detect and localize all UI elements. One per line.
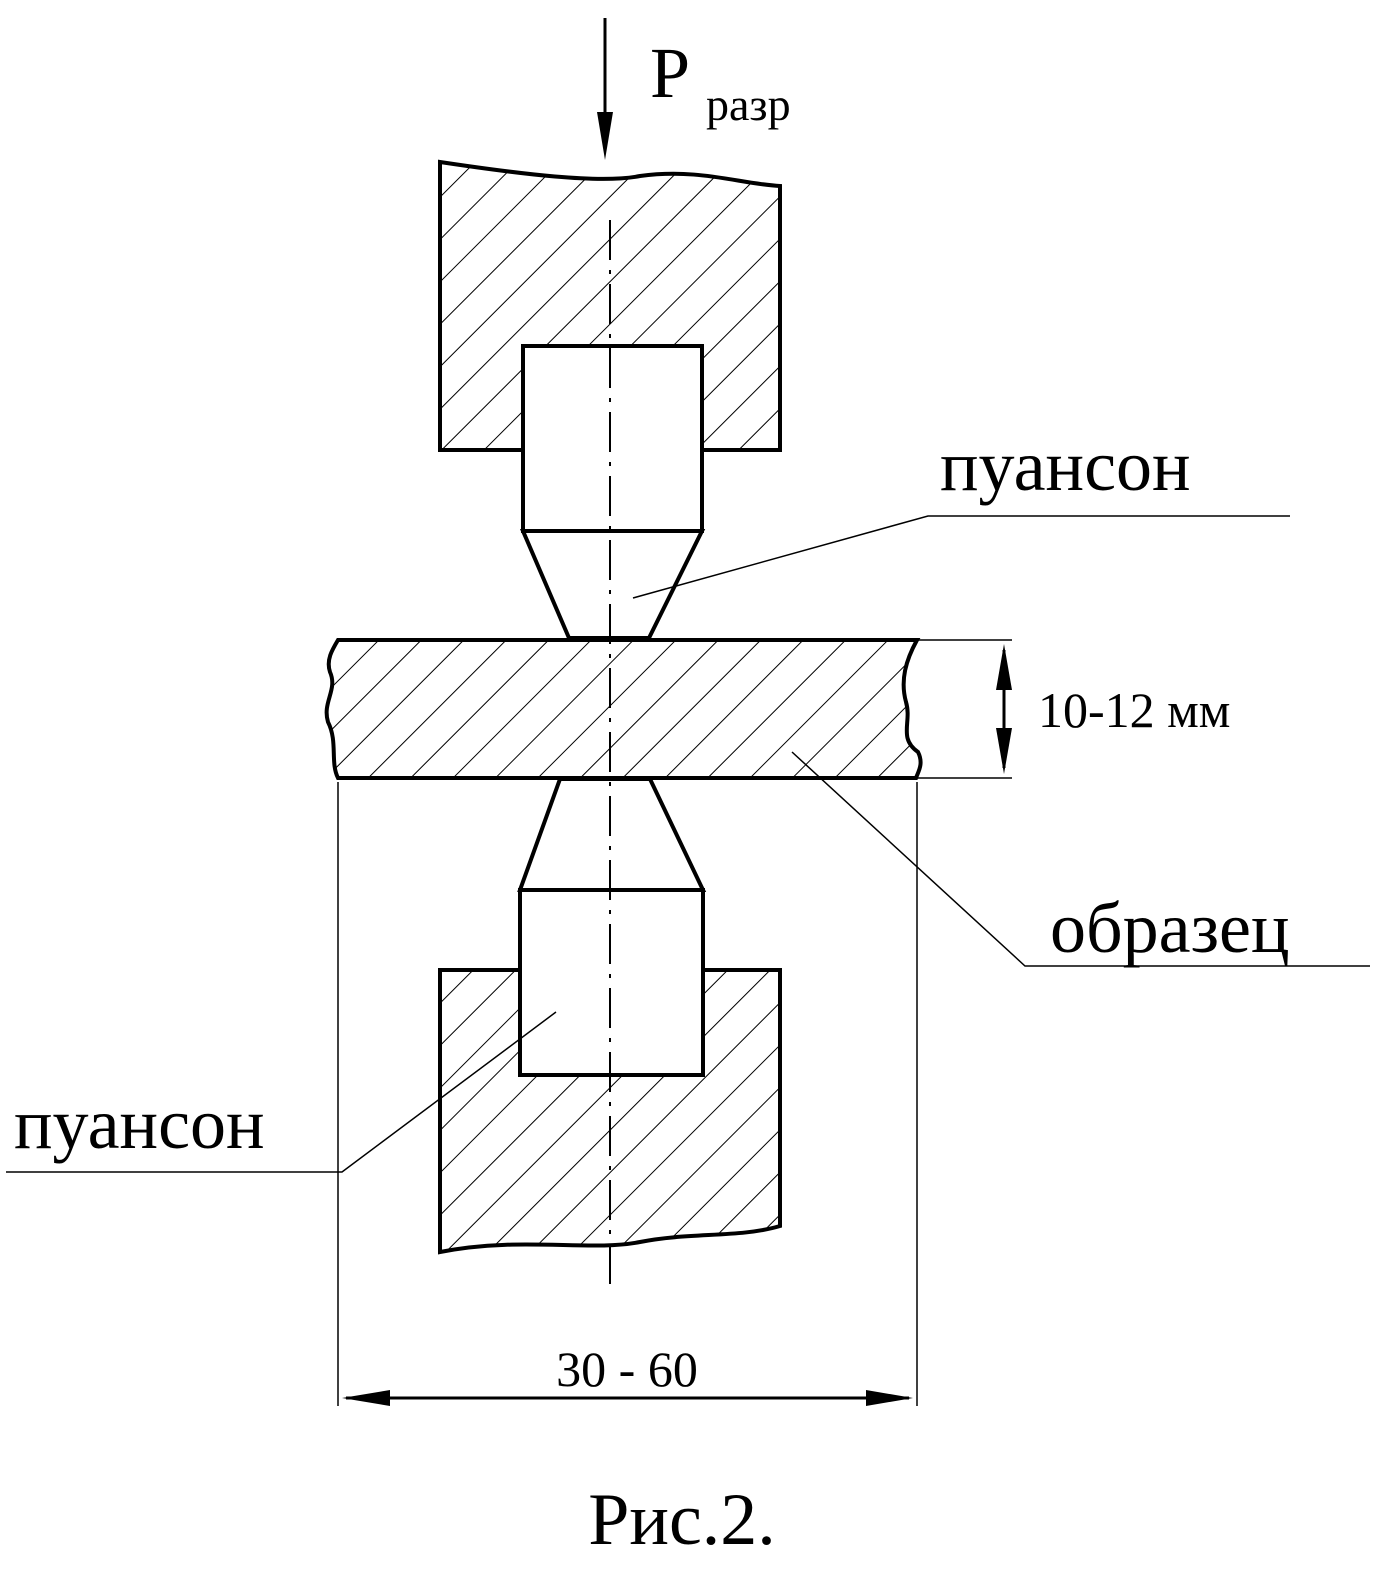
punch-top-label: пуансон [940,426,1191,506]
upper-punch [519,344,706,640]
punch-bottom-label: пуансон [14,1084,265,1164]
leader-specimen [791,751,1370,967]
force-label: P [650,33,690,113]
width-label: 30 - 60 [556,1341,698,1397]
thickness-dimension [917,639,1012,779]
thickness-label: 10-12 мм [1038,682,1230,738]
force-subscript: разр [706,79,791,130]
width-dimension [337,782,918,1406]
leader-punch-bottom [6,1011,557,1173]
figure-caption: Рис.2. [588,1479,776,1561]
specimen-label: образец [1050,888,1290,968]
lower-holder [438,968,782,1255]
leader-punch-top [632,515,1290,599]
force-arrow [597,18,613,160]
specimen-plate [324,638,923,780]
lower-punch [517,777,707,1077]
